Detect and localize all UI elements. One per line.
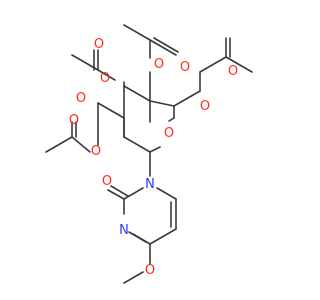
pyranose-ring	[123, 85, 175, 153]
oxygen-atom-label: O	[69, 113, 79, 128]
oxygen-atom-label: O	[164, 126, 174, 141]
oxygen-atom-label: O	[76, 91, 86, 106]
nitrogen-atom-label: N	[119, 223, 129, 238]
oxygen-atom-label: O	[180, 60, 190, 75]
oxygen-atom-label: O	[200, 99, 210, 114]
methoxy-group	[123, 261, 151, 284]
oxygen-atom-label: O	[94, 37, 104, 52]
oxygen-atom-label: O	[145, 263, 155, 278]
oxygen-atom-label: O	[154, 57, 164, 72]
oxygen-atom-label: O	[100, 71, 110, 86]
acetoxy-left	[45, 121, 99, 153]
atom-labels: O O O O O O O O O O O O N N	[69, 37, 238, 278]
ring-bonds	[97, 102, 151, 173]
acetoxymethyl-right	[173, 37, 253, 107]
oxygen-atom-label: O	[102, 174, 112, 189]
oxygen-atom-label: O	[228, 64, 238, 79]
acetoxy-top-left	[71, 49, 125, 87]
oxygen-atom-label: O	[91, 144, 101, 159]
pyrimidinone-ring	[107, 171, 177, 263]
nitrogen-atom-label: N	[145, 177, 155, 192]
structure-canvas: O O O O O O O O O O O O N N	[45, 24, 253, 284]
molecule-drawing: O O O O O O O O O O O O N N	[45, 24, 253, 284]
acetoxy-top-right	[123, 24, 179, 102]
